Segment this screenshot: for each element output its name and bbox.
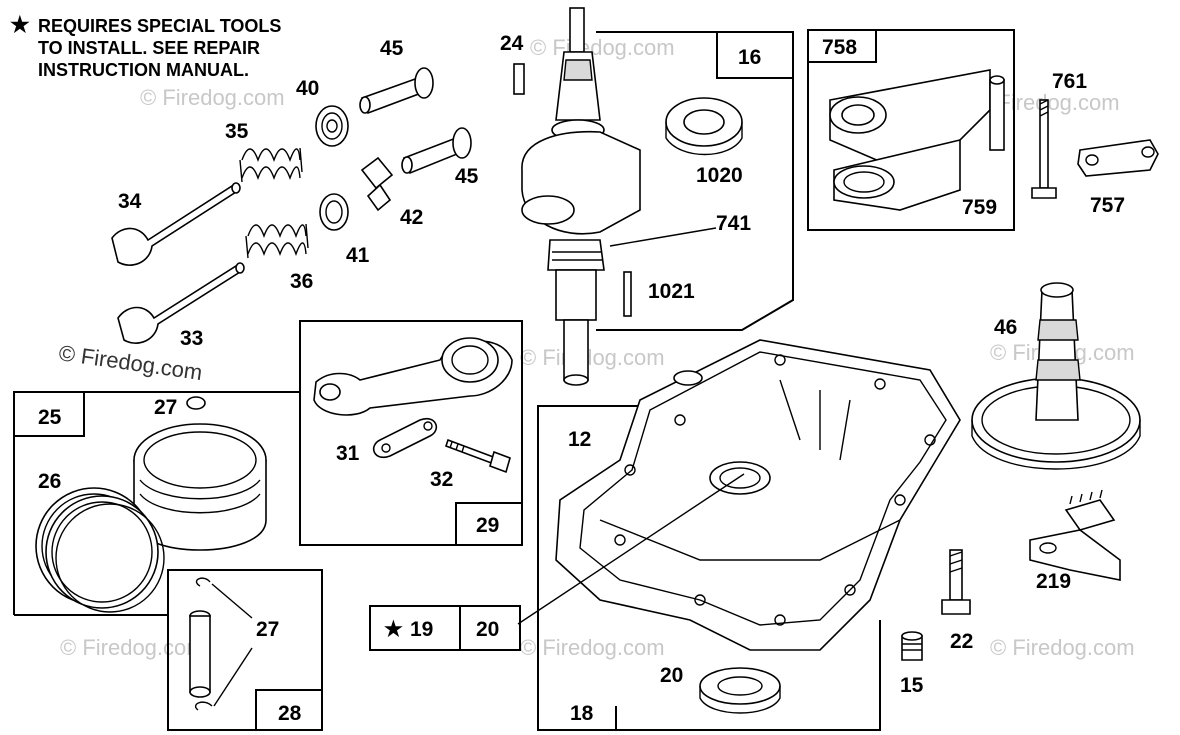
star-icon: ★ — [10, 12, 30, 37]
wrist-pin — [189, 610, 211, 698]
box-29-outline — [299, 320, 523, 546]
box-25-label: 25 — [38, 406, 62, 429]
pin-1021 — [623, 271, 632, 317]
box-758-label: 758 — [822, 36, 857, 59]
box-20-label: 20 — [476, 618, 499, 641]
oil-seal-20 — [699, 667, 781, 714]
part-label: 20 — [660, 664, 683, 687]
part-label: 34 — [118, 190, 142, 213]
valve-spring-36 — [245, 223, 309, 259]
watermark: © Firedog.com — [530, 35, 675, 60]
part-label: 26 — [38, 470, 61, 493]
valve-33 — [117, 262, 245, 344]
connecting-rod — [313, 337, 513, 416]
part-label: 32 — [430, 468, 453, 491]
watermark: © Firedog.com — [520, 635, 665, 660]
note-line: INSTRUCTION MANUAL. — [38, 60, 249, 80]
part-label: 22 — [950, 630, 973, 653]
part-labels: 45 45 40 35 34 36 33 41 42 24 1020 741 1… — [38, 32, 1125, 697]
retainer-clips-27 — [194, 577, 253, 711]
box-758-outline — [807, 29, 1015, 231]
crank-key-24 — [513, 63, 525, 95]
part-label: 36 — [290, 270, 313, 293]
part-label: 27 — [154, 396, 177, 419]
valve-tappet-top — [359, 67, 434, 115]
box-19-20-outline — [369, 605, 521, 651]
part-label: 12 — [568, 428, 591, 451]
watermark: © Firedog.com — [990, 635, 1135, 660]
rod-lock-31 — [372, 417, 438, 459]
valve-spring-35 — [239, 147, 303, 183]
watermark: © Firedog.com — [520, 345, 665, 370]
part-label: 33 — [180, 327, 203, 350]
part-label: 761 — [1052, 70, 1087, 93]
part-label: 31 — [336, 442, 360, 465]
link-757 — [1077, 139, 1159, 177]
box-25-outline — [13, 391, 300, 616]
part-label: 42 — [400, 206, 423, 229]
box-18-outline — [537, 405, 881, 731]
part-label: 741 — [716, 212, 751, 235]
part-label: 45 — [455, 165, 479, 188]
note-line: REQUIRES SPECIAL TOOLS — [38, 16, 281, 36]
rod-bolt-32 — [444, 438, 511, 474]
seal-leader-line — [517, 473, 745, 625]
part-label: 757 — [1090, 194, 1125, 217]
box-19-label: 19 — [410, 618, 433, 641]
governor-219 — [1029, 489, 1121, 581]
part-label: 41 — [346, 244, 370, 267]
pin-759 — [989, 75, 1005, 151]
piston-26 — [133, 423, 267, 551]
box-16-label: 16 — [738, 46, 761, 69]
box-16-outline — [596, 31, 794, 331]
valve-34 — [111, 182, 241, 266]
retainer-clip-27-top — [186, 396, 206, 410]
breather-758 — [829, 69, 991, 211]
bolt-761 — [1031, 99, 1057, 199]
crankshaft — [521, 7, 641, 386]
part-label: 45 — [380, 37, 404, 60]
part-label: 40 — [296, 77, 319, 100]
crank-spacer-1020 — [665, 97, 743, 156]
part-label: 759 — [962, 196, 997, 219]
camshaft-gear-46 — [971, 282, 1141, 470]
watermark: © Firedog.com — [140, 85, 285, 110]
piston-rings — [35, 487, 165, 613]
valve-tappet-bottom — [401, 127, 472, 175]
part-label: 1021 — [648, 280, 695, 303]
part-label: 35 — [225, 120, 249, 143]
box-29-label: 29 — [476, 514, 499, 537]
part-label: 24 — [500, 32, 524, 55]
part-label: 27 — [256, 618, 279, 641]
valve-keeper-42 — [360, 156, 394, 212]
box-18-label: 18 — [570, 702, 594, 725]
crankcase-sump — [555, 339, 961, 651]
part-label: 46 — [994, 316, 1017, 339]
valve-retainer-40 — [315, 105, 349, 147]
plug-15 — [901, 631, 923, 661]
part-label: 219 — [1036, 570, 1071, 593]
bolt-22 — [941, 549, 971, 615]
special-tools-note: ★ REQUIRES SPECIAL TOOLS TO INSTALL. SEE… — [10, 12, 281, 80]
valve-retainer-41 — [319, 193, 349, 231]
watermark: © Firedog.com — [60, 635, 205, 660]
star-icon: ★ — [384, 618, 403, 641]
part-label: 15 — [900, 674, 924, 697]
box-28-outline — [167, 569, 323, 731]
box-28-label: 28 — [278, 702, 302, 725]
note-line: TO INSTALL. SEE REPAIR — [38, 38, 260, 58]
box-labels: 16 758 25 29 28 ★ 19 20 18 — [38, 36, 857, 725]
part-label: 1020 — [696, 164, 743, 187]
